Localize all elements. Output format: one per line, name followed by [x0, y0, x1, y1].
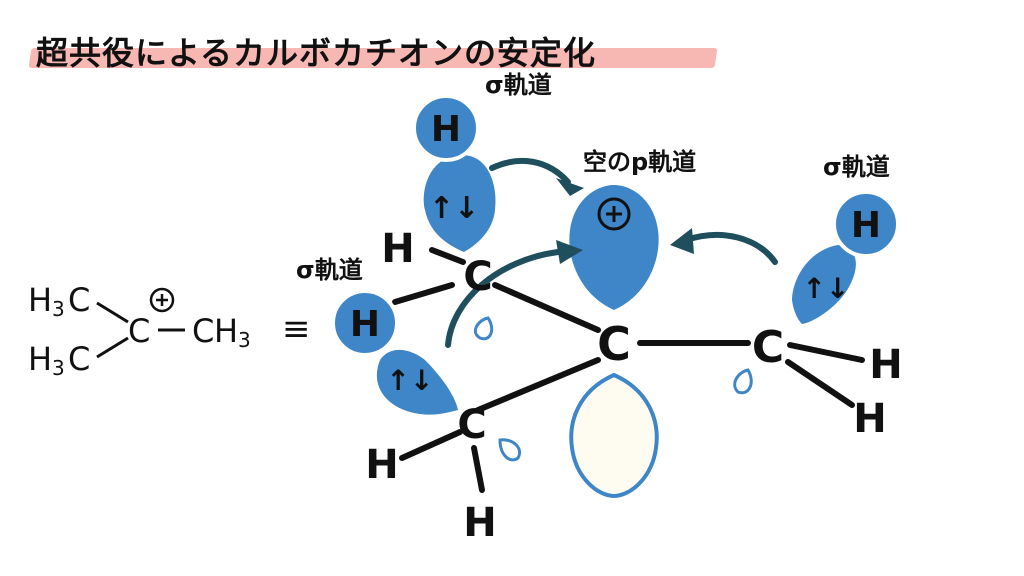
- h-ball-top: [412, 94, 480, 162]
- condensed-formula: H 3 C H 3 C C C H 3 ≡: [28, 281, 311, 380]
- carbon-bottom: C: [457, 402, 486, 448]
- ch3-c: C: [192, 312, 214, 350]
- carbon-right: C: [752, 322, 784, 373]
- h3c-bottom-sub: 3: [52, 356, 65, 380]
- label-sigma-left: σ軌道: [296, 256, 363, 284]
- arrowhead-top: [556, 178, 584, 196]
- label-sigma-top: σ軌道: [485, 71, 552, 99]
- bond-bottom-left: [96, 336, 129, 359]
- arrow-top: [489, 157, 571, 185]
- h-top-left: H: [381, 226, 414, 272]
- sigma-left-arrows: ↑↓: [387, 364, 434, 397]
- h3c-bottom-c: C: [68, 340, 90, 378]
- central-c-condensed: C: [128, 312, 150, 350]
- label-empty-p: 空のp軌道: [583, 148, 696, 176]
- h-right-right: H: [869, 342, 902, 388]
- equiv-sign: ≡: [282, 309, 311, 349]
- h-ball-right: [832, 190, 900, 258]
- h3c-bottom-h: H: [28, 340, 52, 378]
- small-lobe-top: [474, 316, 494, 341]
- ch3-sub: 3: [238, 328, 251, 352]
- ch3-h: H: [214, 312, 238, 350]
- bond-c-top-center: [492, 282, 601, 333]
- bond-top-h: [429, 247, 466, 265]
- bond-right-hright: [787, 342, 865, 363]
- h3c-top-h: H: [28, 281, 52, 319]
- arrow-right: [683, 231, 778, 265]
- page-title: 超共役によるカルボカチオンの安定化: [36, 34, 597, 72]
- h3c-top-c: C: [68, 281, 90, 319]
- sigma-top-arrows: ↑↓: [429, 191, 479, 226]
- label-sigma-right: σ軌道: [823, 153, 890, 181]
- empty-p-orbital-upper: [569, 185, 659, 310]
- h-ball-right-label: H: [851, 205, 881, 246]
- title-banner: 超共役によるカルボカチオンの安定化: [28, 24, 720, 74]
- bond-bottom-hdown: [471, 445, 485, 493]
- p-orbital-plus-circle: [597, 197, 631, 231]
- h3c-top-sub: 3: [52, 297, 65, 321]
- donation-arrows: [445, 157, 778, 348]
- carbon-top: C: [463, 254, 492, 300]
- empty-p-orbital-lower: [569, 372, 659, 499]
- carbon-center: C: [597, 317, 631, 371]
- arrowhead-right: [670, 228, 694, 254]
- h-ball-top-label: H: [431, 109, 461, 150]
- bond-bottom-hleft: [399, 429, 463, 461]
- sigma-lobe-top: [423, 155, 496, 252]
- h-right-down: H: [853, 396, 886, 442]
- h-bottom-left: H: [365, 442, 398, 488]
- bonds: [392, 247, 865, 493]
- bond-right-hdown: [785, 359, 855, 408]
- bond-top-hleft: [392, 282, 455, 305]
- arrow-left: [445, 249, 561, 348]
- arrowhead-left: [556, 240, 583, 264]
- plus-charge-circle: [149, 287, 175, 313]
- h-ball-left-label: H: [350, 304, 380, 345]
- small-lobe-bottom: [498, 438, 521, 462]
- h-ball-left: [331, 289, 399, 357]
- small-lobe-right: [733, 368, 753, 395]
- bond-c-bottom-center: [475, 357, 601, 413]
- sigma-lobe-left: [376, 349, 458, 415]
- sigma-right-arrows: ↑↓: [803, 272, 850, 305]
- bond-top-left: [96, 301, 129, 324]
- h-bottom-down: H: [463, 500, 496, 546]
- sigma-lobe-right: [792, 245, 856, 324]
